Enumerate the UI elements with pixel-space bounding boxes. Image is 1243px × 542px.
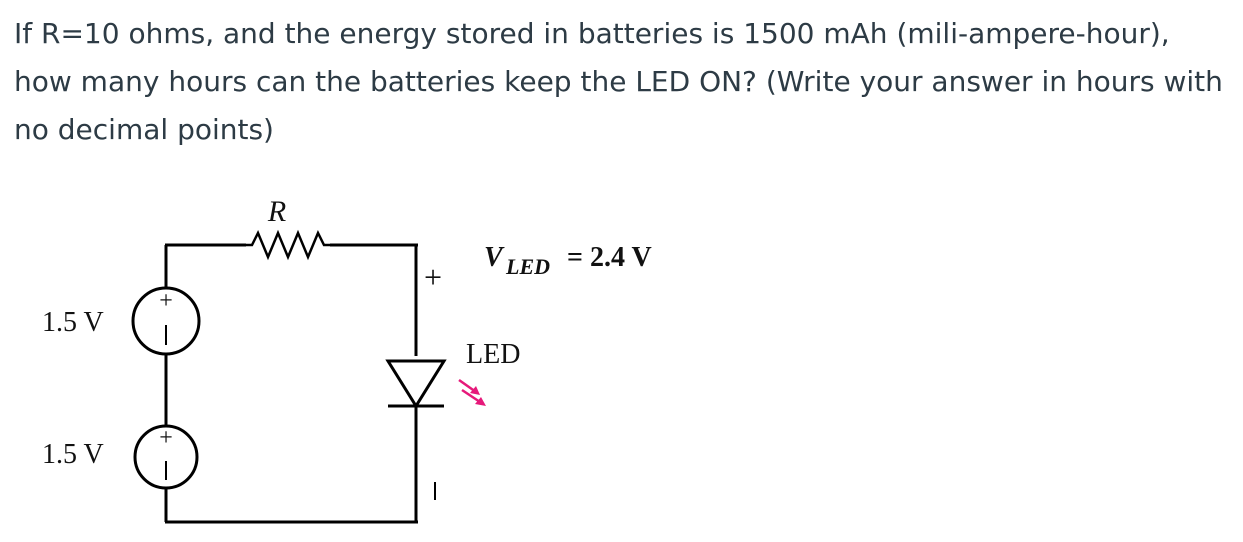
v-led-value: = 2.4 V bbox=[567, 242, 652, 273]
battery-top-symbol bbox=[131, 286, 201, 356]
led-plus-sign: + bbox=[424, 259, 442, 295]
led-diode-symbol bbox=[385, 359, 447, 409]
battery-bottom-label: 1.5 V bbox=[42, 439, 104, 470]
v-led-subscript: LED bbox=[505, 254, 550, 279]
battery-bottom-symbol bbox=[133, 424, 199, 490]
resistor-label: R bbox=[267, 195, 286, 228]
question-text: If R=10 ohms, and the energy stored in b… bbox=[14, 17, 1223, 146]
resistor-symbol bbox=[246, 229, 330, 261]
battery-top-plus: + bbox=[159, 288, 173, 314]
battery-top-label: 1.5 V bbox=[42, 307, 104, 338]
circuit-wires bbox=[164, 243, 418, 524]
v-led-symbol: V bbox=[484, 242, 505, 273]
battery-bottom-plus: + bbox=[159, 425, 173, 451]
led-light-arrows-icon bbox=[458, 378, 486, 406]
led-label: LED bbox=[466, 339, 520, 370]
